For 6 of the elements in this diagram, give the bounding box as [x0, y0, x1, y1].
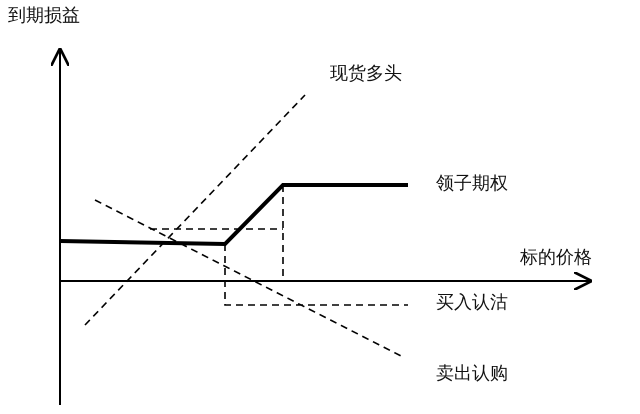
- line-label: 卖出认购: [436, 364, 508, 384]
- axis-label: 到期损益: [8, 6, 80, 26]
- line-label: 领子期权: [436, 174, 508, 194]
- line-label: 买入认沽: [436, 293, 508, 313]
- line-label: 现货多头: [330, 64, 402, 84]
- axis-label: 标的价格: [520, 248, 592, 268]
